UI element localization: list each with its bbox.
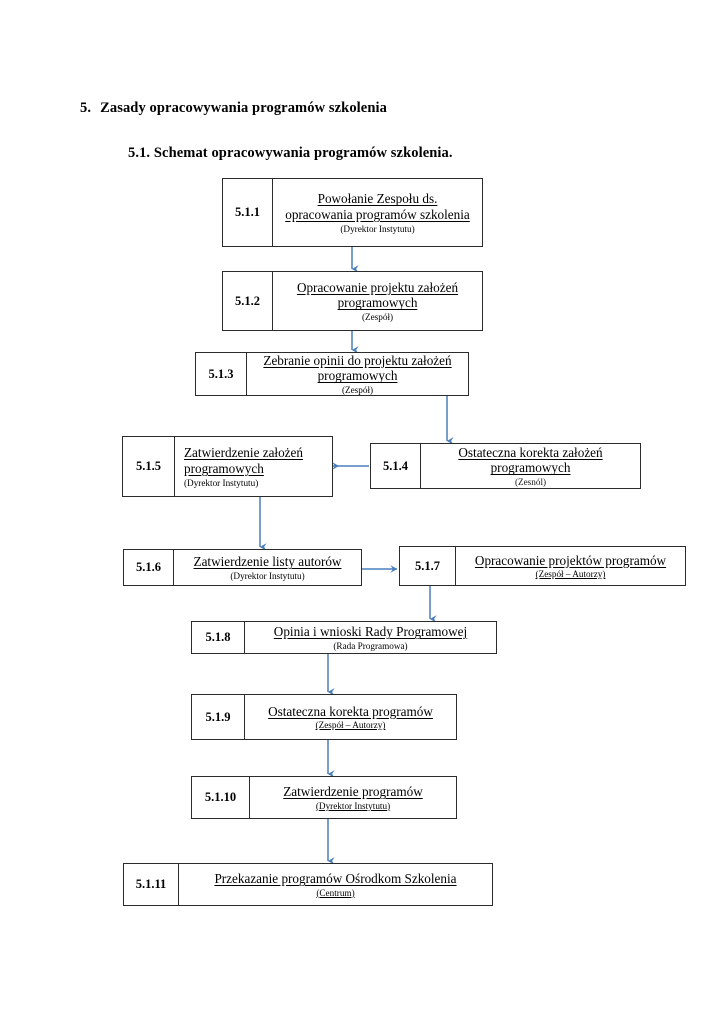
step-body-5-1-5: Zatwierdzenie założeń programowych (Dyre… [175, 437, 332, 496]
step-number-5-1-9: 5.1.9 [192, 695, 245, 739]
step-body-5-1-11: Przekazanie programów Ośrodkom Szkolenia… [179, 864, 492, 905]
flow-step-5-1-10[interactable]: 5.1.10 Zatwierdzenie programów (Dyrektor… [191, 776, 457, 819]
step-body-5-1-7: Opracowanie projektów programów (Zespół … [456, 547, 685, 585]
step-line-2: programowych [490, 460, 571, 476]
flow-step-5-1-4[interactable]: 5.1.4 Ostateczna korekta założeń program… [370, 443, 641, 489]
step-line-2: opracowania programów szkolenia [285, 206, 470, 222]
step-body-5-1-10: Zatwierdzenie programów (Dyrektor Instyt… [250, 777, 456, 818]
step-line-2: programowych [317, 368, 398, 384]
step-number-5-1-11: 5.1.11 [124, 864, 179, 905]
flow-step-5-1-1[interactable]: 5.1.1 Powołanie Zespołu ds. opracowania … [222, 178, 483, 247]
step-number-5-1-4: 5.1.4 [371, 444, 421, 488]
step-actor-5-1-2: (Zespół) [361, 312, 394, 323]
step-number-5-1-7: 5.1.7 [400, 547, 456, 585]
flow-step-5-1-11[interactable]: 5.1.11 Przekazanie programów Ośrodkom Sz… [123, 863, 493, 906]
step-line-1: Zatwierdzenie listy autorów [193, 554, 342, 570]
step-line-1: Powołanie Zespołu ds. [317, 191, 438, 207]
step-body-5-1-6: Zatwierdzenie listy autorów (Dyrektor In… [174, 550, 361, 585]
step-number-5-1-6: 5.1.6 [124, 550, 174, 585]
step-actor-5-1-1: (Dyrektor Instytutu) [340, 223, 415, 234]
step-number-5-1-2: 5.1.2 [223, 272, 273, 330]
flow-step-5-1-5[interactable]: 5.1.5 Zatwierdzenie założeń programowych… [122, 436, 333, 497]
step-line-1: Przekazanie programów Ośrodkom Szkolenia [214, 871, 457, 887]
step-number-5-1-5: 5.1.5 [123, 437, 175, 496]
step-line-1: Opracowanie projektów programów [474, 552, 667, 568]
step-number-5-1-8: 5.1.8 [192, 622, 245, 653]
page-title-text: Zasady opracowywania programów szkolenia [100, 100, 387, 116]
step-actor-5-1-9: (Zespół – Autorzy) [315, 720, 386, 731]
step-line-1: Zatwierdzenie założeń [184, 445, 303, 461]
step-body-5-1-2: Opracowanie projektu założeń programowyc… [273, 272, 482, 330]
step-body-5-1-9: Ostateczna korekta programów (Zespół – A… [245, 695, 456, 739]
flow-step-5-1-3[interactable]: 5.1.3 Zebranie opinii do projektu założe… [195, 352, 469, 396]
step-number-5-1-1: 5.1.1 [223, 179, 273, 246]
step-actor-5-1-4: (Zesnól) [514, 477, 547, 488]
flow-step-5-1-9[interactable]: 5.1.9 Ostateczna korekta programów (Zesp… [191, 694, 457, 740]
step-body-5-1-1: Powołanie Zespołu ds. opracowania progra… [273, 179, 482, 246]
step-line-1: Opinia i wnioski Rady Programowej [273, 624, 468, 640]
step-line-2: programowych [184, 460, 264, 476]
step-actor-5-1-10: (Dyrektor Instytutu) [315, 800, 391, 811]
step-line-1: Ostateczna korekta założeń [458, 444, 603, 460]
step-actor-5-1-8: (Rada Programowa) [333, 640, 408, 651]
step-line-2: programowych [337, 295, 418, 311]
step-line-1: Opracowanie projektu założeń [296, 279, 459, 295]
page-title-number: 5. [80, 100, 92, 116]
step-actor-5-1-11: (Centrum) [316, 887, 355, 898]
section-subtitle: 5.1. Schemat opracowywania programów szk… [128, 145, 453, 161]
step-actor-5-1-5: (Dyrektor Instytutu) [184, 477, 259, 488]
step-actor-5-1-7: (Zespół – Autorzy) [535, 569, 606, 580]
page-title: 5. Zasady opracowywania programów szkolen… [80, 100, 387, 117]
flow-step-5-1-7[interactable]: 5.1.7 Opracowanie projektów programów (Z… [399, 546, 686, 586]
step-body-5-1-4: Ostateczna korekta założeń programowych … [421, 444, 640, 488]
flow-step-5-1-2[interactable]: 5.1.2 Opracowanie projektu założeń progr… [222, 271, 483, 331]
step-line-1: Zebranie opinii do projektu założeń [263, 352, 452, 368]
flow-step-5-1-8[interactable]: 5.1.8 Opinia i wnioski Rady Programowej … [191, 621, 497, 654]
step-body-5-1-3: Zebranie opinii do projektu założeń prog… [247, 353, 468, 395]
step-line-1: Ostateczna korekta programów [268, 703, 433, 719]
step-line-1: Zatwierdzenie programów [283, 784, 423, 800]
step-actor-5-1-6: (Dyrektor Instytutu) [230, 570, 305, 581]
step-body-5-1-8: Opinia i wnioski Rady Programowej (Rada … [245, 622, 496, 653]
step-number-5-1-10: 5.1.10 [192, 777, 250, 818]
flow-step-5-1-6[interactable]: 5.1.6 Zatwierdzenie listy autorów (Dyrek… [123, 549, 362, 586]
step-actor-5-1-3: (Zespół) [341, 385, 374, 396]
step-number-5-1-3: 5.1.3 [196, 353, 247, 395]
